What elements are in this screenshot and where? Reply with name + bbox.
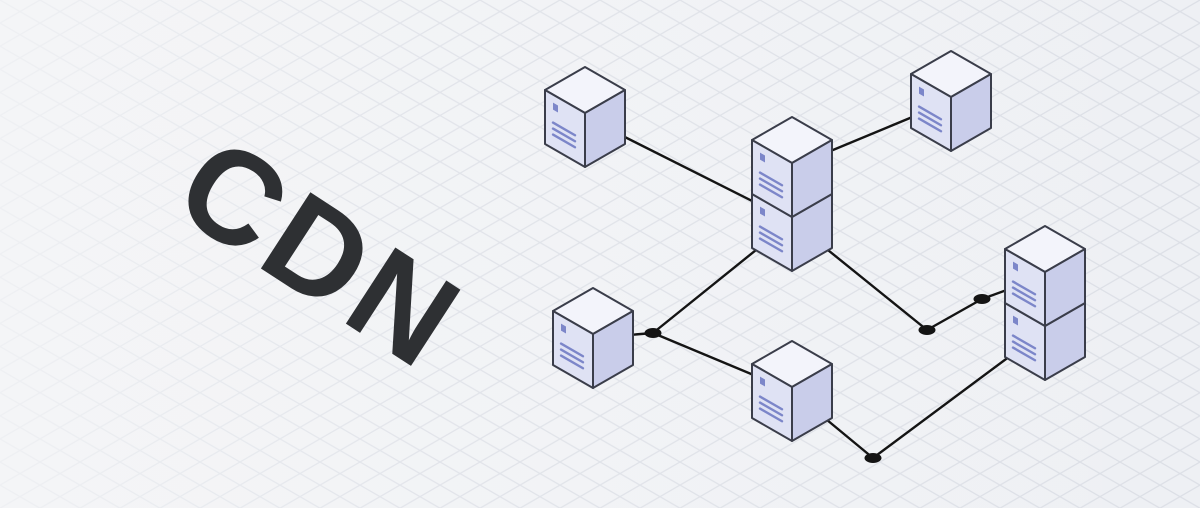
server-top-left <box>544 66 626 168</box>
server-icon <box>544 66 626 168</box>
network-servers <box>544 50 1086 442</box>
junction-left-dot <box>644 328 662 338</box>
server-bottom-middle <box>751 340 833 442</box>
server-center-upper <box>751 116 833 218</box>
server-icon <box>751 340 833 442</box>
junction-right-upper-dot <box>973 294 991 304</box>
server-left <box>552 287 634 389</box>
server-icon <box>751 116 833 218</box>
server-icon <box>552 287 634 389</box>
junction-bottom-dot <box>864 453 882 463</box>
server-right-upper <box>1004 225 1086 327</box>
server-icon <box>910 50 992 152</box>
network-junctions <box>644 294 991 463</box>
link-junction-right-lower-to-junction-right-upper <box>925 297 984 332</box>
server-top-right <box>910 50 992 152</box>
junction-right-lower-dot <box>918 325 936 335</box>
server-icon <box>1004 225 1086 327</box>
